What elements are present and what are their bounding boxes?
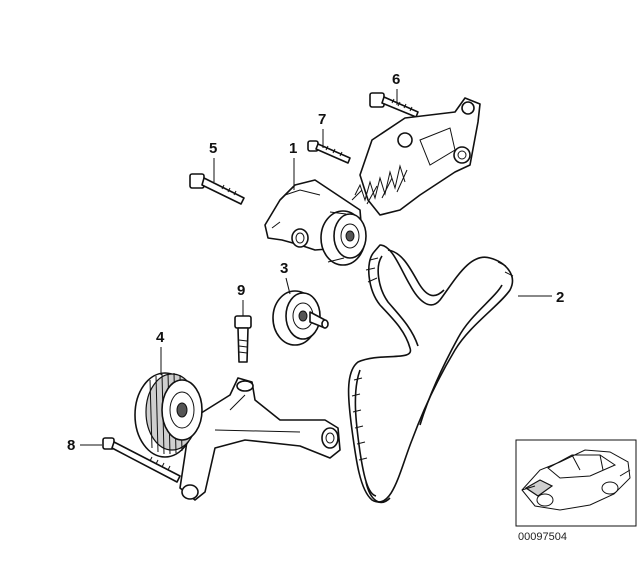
part-1-tensioner[interactable] (264, 179, 367, 266)
part-8-bolt[interactable] (102, 437, 181, 483)
callout-4: 4 (156, 329, 165, 375)
callout-7: 7 (318, 111, 326, 148)
part-9-bolt[interactable] (234, 315, 252, 363)
callout-6: 6 (392, 71, 400, 105)
inset-car-thumbnail: 00097504 (515, 439, 637, 543)
callout-8: 8 (67, 437, 102, 454)
diagram-code: 00097504 (518, 531, 567, 543)
callout-label: 2 (556, 289, 564, 306)
tensioner-bracket[interactable] (351, 97, 481, 216)
part-3-pulley[interactable] (272, 290, 329, 346)
callout-label: 3 (280, 260, 288, 277)
callout-9: 9 (237, 282, 245, 316)
part-7-bolt[interactable] (307, 140, 351, 164)
callout-label: 8 (67, 437, 75, 454)
car-icon (521, 449, 631, 511)
part-2-belt[interactable] (347, 244, 514, 504)
callout-5: 5 (209, 140, 217, 182)
part-4-pulley-bracket[interactable] (134, 372, 341, 501)
part-6-bolt[interactable] (369, 92, 419, 118)
callout-label: 5 (209, 140, 217, 157)
callout-label: 9 (237, 282, 245, 299)
callout-label: 7 (318, 111, 326, 128)
callout-1: 1 (289, 140, 297, 190)
part-5-bolt[interactable] (189, 173, 245, 205)
callout-label: 6 (392, 71, 400, 88)
callout-3: 3 (280, 260, 291, 295)
callout-label: 4 (156, 329, 165, 346)
callout-2: 2 (518, 289, 564, 306)
callout-label: 1 (289, 140, 297, 157)
